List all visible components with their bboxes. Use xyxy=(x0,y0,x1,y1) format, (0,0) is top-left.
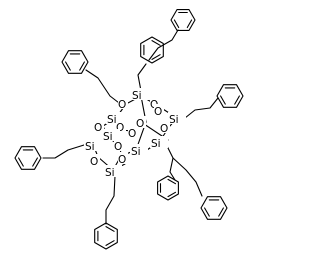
phenyl-ring xyxy=(61,50,89,74)
phenyl-ring xyxy=(94,222,118,250)
phenyl-ring xyxy=(140,36,164,64)
o-atom: O xyxy=(128,126,138,140)
aromatic-double-bond xyxy=(79,61,85,71)
si-atom: Si xyxy=(150,136,168,150)
si-atom: Si xyxy=(130,144,148,158)
svg-text:O: O xyxy=(114,141,122,153)
phenyl-ring xyxy=(14,146,42,170)
aromatic-double-bond xyxy=(234,95,240,105)
svg-text:O: O xyxy=(118,99,126,111)
aromatic-double-bond xyxy=(186,19,193,29)
svg-text:Si: Si xyxy=(131,146,141,158)
o-atom: O xyxy=(114,139,124,153)
si-atom: Si xyxy=(168,112,186,126)
ethylene-linkers xyxy=(42,29,219,225)
atom-labels: Si O O Si Si O O O xyxy=(84,88,186,179)
o-atom: O xyxy=(136,116,146,130)
aromatic-double-bond xyxy=(105,226,115,232)
phenyl-ring xyxy=(157,175,179,201)
aromatic-double-bond xyxy=(167,178,177,185)
svg-text:O: O xyxy=(94,122,102,134)
phenyl-ring xyxy=(200,196,228,220)
o-atom: O xyxy=(90,154,100,168)
svg-text:O: O xyxy=(154,106,162,118)
svg-text:Si: Si xyxy=(151,138,161,150)
si-atom: Si xyxy=(102,129,120,143)
aromatic-double-bond xyxy=(204,207,210,217)
phenyl-rings xyxy=(14,9,244,250)
o-atom: O xyxy=(154,104,164,118)
aromatic-double-bond xyxy=(167,191,177,198)
svg-text:O: O xyxy=(136,118,144,130)
svg-text:Si: Si xyxy=(105,167,115,179)
o-atom: O xyxy=(94,120,104,134)
si-atom: Si xyxy=(104,165,122,179)
aromatic-double-bond xyxy=(218,207,224,217)
aromatic-double-bond xyxy=(220,95,226,105)
svg-text:O: O xyxy=(160,123,168,135)
o-atom: O xyxy=(118,152,128,166)
aromatic-double-bond xyxy=(65,61,71,71)
o-atom: O xyxy=(116,120,126,134)
svg-text:O: O xyxy=(128,128,136,140)
aromatic-double-bond xyxy=(32,157,38,167)
svg-text:Si: Si xyxy=(169,114,179,126)
aromatic-double-bond xyxy=(105,240,115,246)
svg-text:Si: Si xyxy=(132,90,142,102)
svg-text:O: O xyxy=(118,154,126,166)
svg-text:Si: Si xyxy=(85,141,95,153)
svg-text:Si: Si xyxy=(103,131,113,143)
aromatic-double-bond xyxy=(173,19,180,29)
aromatic-double-bond xyxy=(18,157,24,167)
svg-text:O: O xyxy=(116,122,124,134)
si-atom: Si xyxy=(84,139,102,153)
si-atom: Si xyxy=(131,88,149,102)
o-atom: O xyxy=(118,97,128,111)
svg-text:Si: Si xyxy=(107,114,117,126)
phenyl-ring xyxy=(216,84,244,108)
aromatic-double-bond xyxy=(151,40,161,46)
phenyl-ring xyxy=(170,9,196,31)
svg-text:O: O xyxy=(90,156,98,168)
o-atom: O xyxy=(160,121,170,135)
aromatic-double-bond xyxy=(151,54,161,60)
phenethyl-silsesquioxane-structure: Si O O Si Si O O O xyxy=(14,9,244,250)
